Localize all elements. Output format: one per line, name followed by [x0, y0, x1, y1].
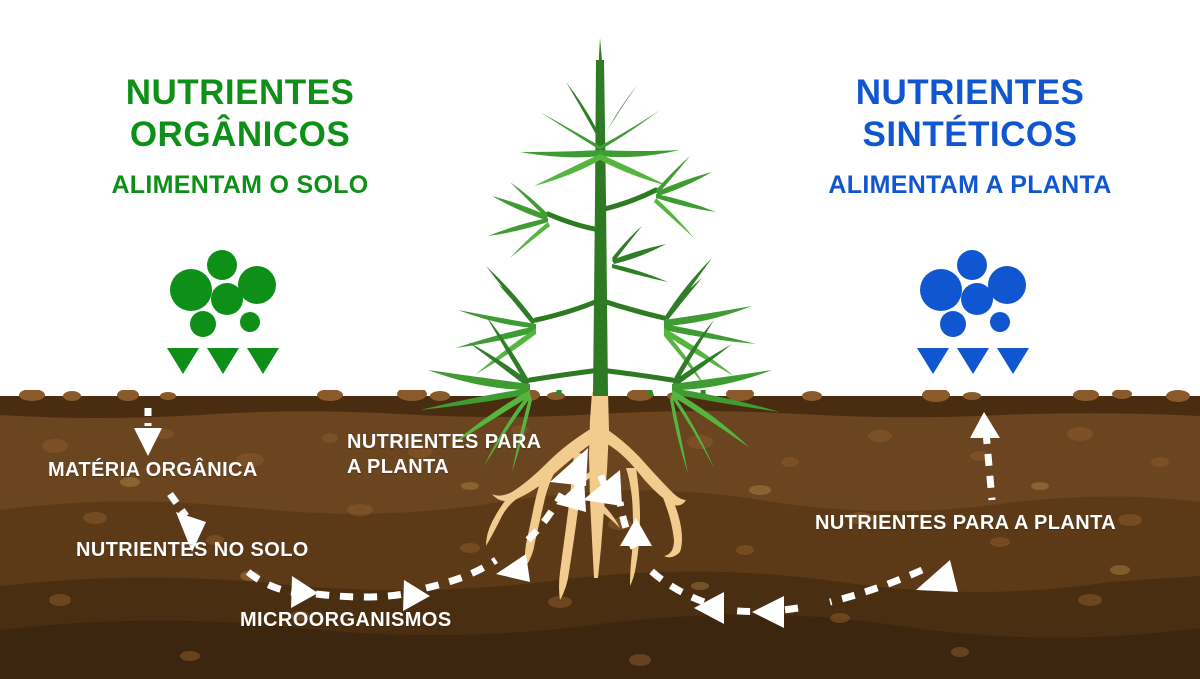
flow-arrow-r1-line	[982, 431, 996, 501]
synthetic-dot-5	[940, 311, 966, 337]
flow-arrow-3-line	[245, 569, 293, 596]
soil-light-speckles	[120, 477, 1130, 590]
organic-title-line2: ORGÂNICOS	[129, 115, 351, 154]
soil-speckles	[42, 425, 1169, 666]
synthetic-heading-block: NUTRIENTES SINTÉTICOS ALIMENTAM A PLANTA	[760, 72, 1180, 200]
synthetic-dot-3	[988, 266, 1026, 304]
organic-dot-2	[207, 250, 237, 280]
flow-arrowheads	[134, 412, 1000, 628]
organic-dot-3	[238, 266, 276, 304]
organic-subtitle: ALIMENTAM O SOLO	[111, 171, 369, 199]
organic-dot-5	[190, 311, 216, 337]
flow-arrow-6-line	[525, 492, 566, 543]
flow-arrow-5-line	[425, 557, 498, 592]
synthetic-subtitle: ALIMENTAM A PLANTA	[828, 171, 1112, 199]
synthetic-triangle-2	[957, 348, 989, 374]
synthetic-dot-1	[920, 269, 962, 311]
organic-dot-4	[211, 283, 243, 315]
synthetic-triangle-3	[997, 348, 1029, 374]
organic-nutrient-dots	[165, 246, 285, 346]
flow-arrow-r2-line	[829, 566, 924, 606]
plant-leaves	[420, 38, 780, 474]
soil-layer-bottom	[0, 614, 1200, 679]
synthetic-dot-4	[961, 283, 993, 315]
flow-arrow-r4-line	[647, 567, 706, 606]
organic-heading-block: NUTRIENTES ORGÂNICOS ALIMENTAM O SOLO	[30, 72, 450, 200]
flow-arrow-center-b	[594, 466, 608, 486]
label-materia-organica: MATÉRIA ORGÂNICA	[48, 459, 258, 481]
organic-triangle-2	[207, 348, 239, 374]
organic-down-arrows	[163, 348, 283, 388]
flow-arrow-2-line	[167, 491, 189, 519]
plant-branches	[527, 187, 675, 383]
synthetic-triangle-1	[917, 348, 949, 374]
organic-triangle-1	[167, 348, 199, 374]
synthetic-nutrient-dots	[915, 246, 1035, 346]
flow-arrow-4-line	[315, 590, 405, 601]
synthetic-title-line1: NUTRIENTES	[855, 73, 1085, 112]
label-nutrientes-no-solo: NUTRIENTES NO SOLO	[76, 539, 309, 561]
organic-triangle-3	[247, 348, 279, 374]
synthetic-down-arrows	[913, 348, 1033, 388]
synthetic-dot-2	[957, 250, 987, 280]
synthetic-dot-6	[990, 312, 1010, 332]
label-microorganismos: MICROORGANISMOS	[240, 609, 452, 631]
label-nutrientes-planta-right: NUTRIENTES PARA A PLANTA	[815, 512, 1117, 534]
organic-dot-6	[240, 312, 260, 332]
synthetic-title-line2: SINTÉTICOS	[862, 115, 1078, 154]
organic-dot-1	[170, 269, 212, 311]
label-nutrientes-planta-center: NUTRIENTES PARA A PLANTA	[347, 431, 542, 478]
organic-title-line1: NUTRIENTES	[125, 73, 355, 112]
